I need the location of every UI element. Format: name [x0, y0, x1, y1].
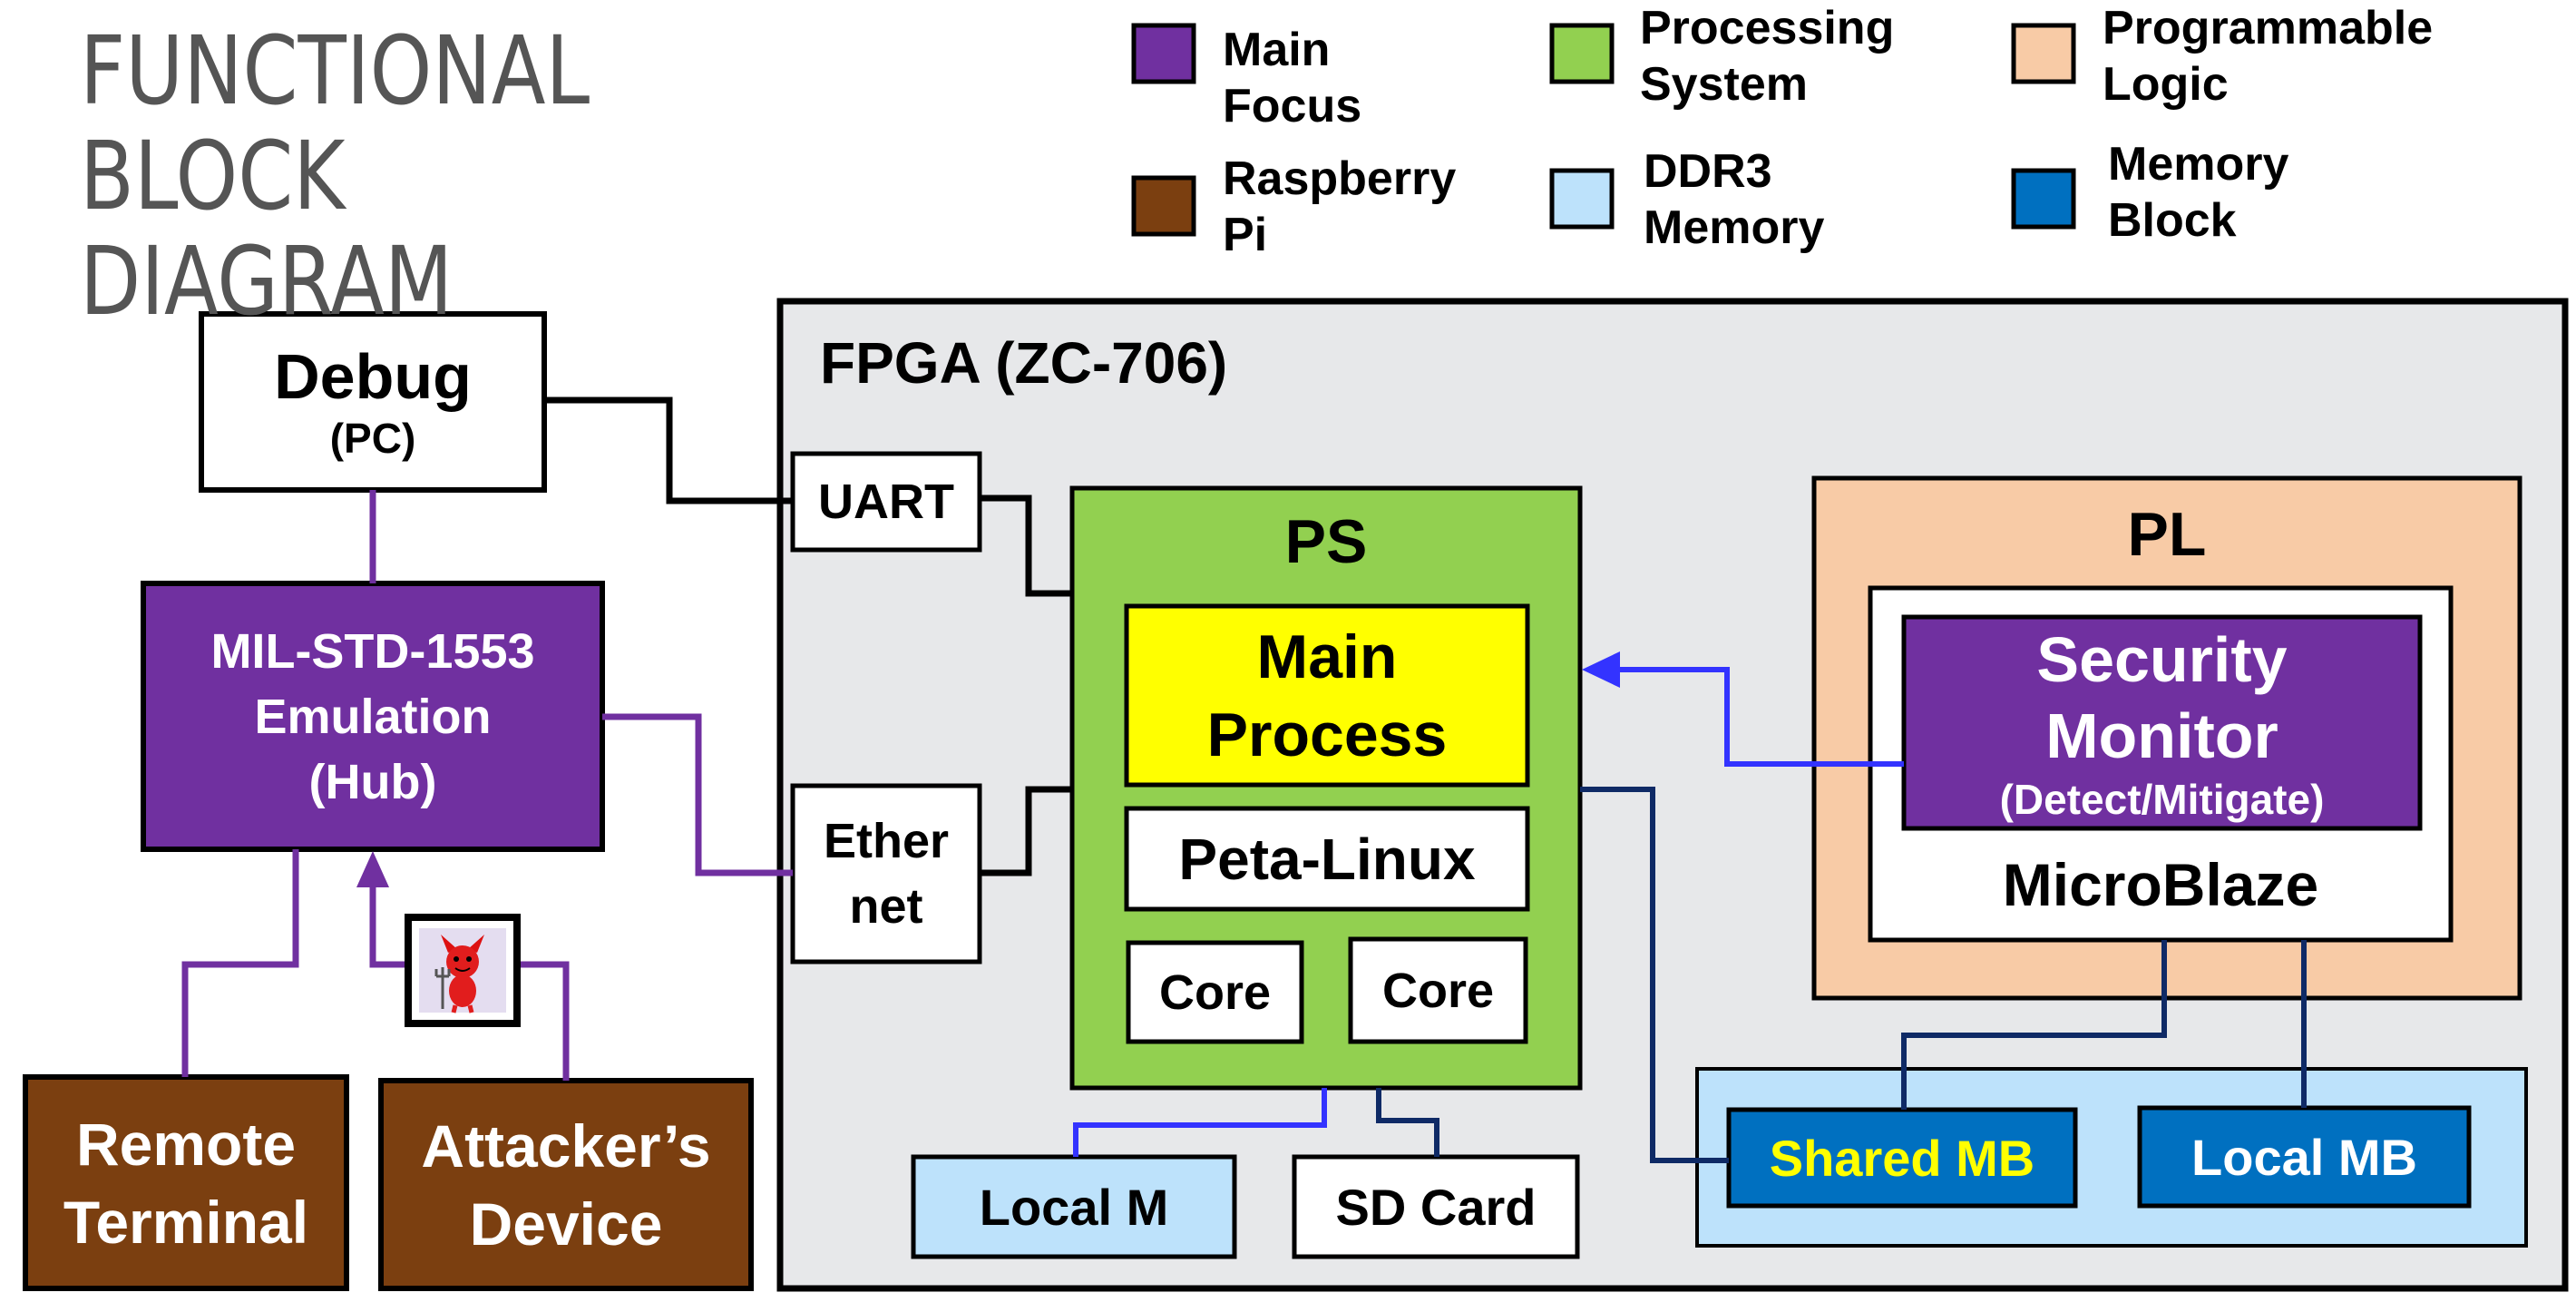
- uart-ps-link: [980, 494, 1072, 597]
- microblaze-shared-mb-link: [1901, 940, 2167, 1110]
- ps-label: PS: [1284, 507, 1368, 576]
- legend-raspberry-pi-line-1: Raspberry: [1223, 152, 1457, 205]
- legend-label-memory-block: Memory Block: [2108, 136, 2288, 249]
- legend-swatch-main-focus: [1131, 23, 1196, 84]
- legend-programmable-logic-line-2: Logic: [2103, 58, 2229, 111]
- hub-ethernet-link: [602, 713, 793, 876]
- ethernet-ps-link: [980, 786, 1072, 876]
- red-devil-icon: [405, 914, 521, 1027]
- uart-box: [790, 451, 982, 553]
- hub-remote-terminal-link: [181, 849, 299, 1077]
- main-process-line-2: Process: [1206, 700, 1448, 769]
- ethernet-box: [790, 783, 982, 964]
- core-box-1: [1126, 940, 1304, 1044]
- attackers-device-box: [378, 1078, 754, 1291]
- local-m-box: [911, 1154, 1237, 1259]
- fpga-label: FPGA (ZC-706): [820, 330, 1228, 396]
- core-label-2: Core: [1381, 963, 1495, 1018]
- shared-mb-box: [1726, 1107, 2078, 1209]
- microblaze-label: MicroBlaze: [2002, 851, 2319, 918]
- main-process-label: Main Process: [1127, 606, 1527, 785]
- legend-label-processing-system: Processing System: [1640, 0, 1894, 113]
- monitor-ps-link: [1615, 667, 1904, 767]
- main-process-box: [1124, 603, 1530, 788]
- legend-swatch-processing-system: [1549, 23, 1615, 84]
- legend-main-focus-line-2: Focus: [1223, 80, 1362, 132]
- page-title: FUNCTIONAL BLOCK DIAGRAM: [80, 18, 842, 334]
- legend-label-raspberry-pi: Raspberry Pi: [1223, 151, 1456, 263]
- hub-label-line-2: Emulation: [254, 689, 492, 744]
- security-monitor-line-1: Security: [2036, 623, 2288, 695]
- debug-label-line-1: Debug: [274, 341, 472, 412]
- attackers-device-line-2: Device: [469, 1190, 663, 1258]
- ethernet-label: Ether net: [793, 786, 980, 962]
- legend-ddr3-memory-line-1: DDR3: [1644, 145, 1772, 198]
- legend-label-programmable-logic: Programmable Logic: [2103, 0, 2433, 113]
- security-monitor-line-3: (Detect/Mitigate): [1999, 775, 2325, 823]
- hub-label-line-3: (Hub): [308, 754, 437, 809]
- hub-box: [141, 581, 605, 852]
- ps-shared-mb-link: [1580, 787, 1729, 1163]
- debug-box: [199, 311, 547, 493]
- peta-linux-label: Peta-Linux: [1178, 826, 1476, 892]
- page-title-line-1: FUNCTIONAL BLOCK: [80, 15, 590, 231]
- monitor-ps-arrowhead: [1582, 651, 1620, 688]
- peta-linux-box: [1124, 806, 1530, 912]
- local-mb-label: Local MB: [2191, 1128, 2417, 1186]
- local-m-label: Local M: [979, 1178, 1169, 1236]
- debug-uart-link: [544, 397, 793, 504]
- attackers-device-label: Attacker’s Device: [381, 1081, 751, 1288]
- debug-label-line-2: (PC): [329, 415, 416, 462]
- pl-label: PL: [2127, 500, 2207, 569]
- legend-programmable-logic-line-1: Programmable: [2103, 2, 2434, 54]
- legend-processing-system-line-2: System: [1640, 58, 1808, 111]
- legend-swatch-memory-block: [2011, 168, 2076, 230]
- core-box-2: [1348, 936, 1528, 1044]
- legend-raspberry-pi-line-2: Pi: [1223, 209, 1268, 261]
- legend-swatch-programmable-logic: [2011, 23, 2076, 84]
- legend-label-main-focus: Main Focus: [1223, 22, 1361, 134]
- ps-sd-card-link: [1376, 1088, 1439, 1157]
- security-monitor-box: [1901, 614, 2423, 831]
- sd-card-label: SD Card: [1335, 1178, 1537, 1236]
- legend-swatch-raspberry-pi: [1131, 175, 1196, 237]
- debug-label: Debug (PC): [201, 314, 544, 490]
- shared-mb-label: Shared MB: [1769, 1129, 2035, 1187]
- ethernet-label-line-1: Ether: [823, 814, 950, 868]
- uart-label: UART: [818, 475, 954, 529]
- local-mb-box: [2137, 1105, 2472, 1209]
- hub-label-line-1: MIL-STD-1553: [210, 623, 535, 679]
- core-label-1: Core: [1158, 964, 1272, 1020]
- remote-terminal-line-2: Terminal: [63, 1188, 309, 1256]
- remote-terminal-box: [23, 1074, 349, 1291]
- main-process-line-1: Main: [1256, 622, 1398, 691]
- page-title-line-2: DIAGRAM: [80, 226, 454, 337]
- attackers-device-line-1: Attacker’s: [421, 1111, 711, 1180]
- security-monitor-label: Security Monitor (Detect/Mitigate): [1904, 617, 2420, 828]
- legend-memory-block-line-2: Block: [2108, 194, 2237, 247]
- hub-label: MIL-STD-1553 Emulation (Hub): [143, 583, 602, 849]
- ethernet-label-line-2: net: [849, 879, 923, 934]
- legend-ddr3-memory-line-2: Memory: [1644, 201, 1825, 254]
- legend-memory-block-line-1: Memory: [2108, 138, 2289, 191]
- remote-terminal-label: Remote Terminal: [25, 1077, 346, 1288]
- legend-label-ddr3-memory: DDR3 Memory: [1644, 143, 1824, 256]
- legend-swatch-ddr3-memory: [1549, 168, 1615, 230]
- security-monitor-line-2: Monitor: [2045, 700, 2278, 771]
- remote-terminal-line-1: Remote: [75, 1110, 297, 1178]
- legend-processing-system-line-1: Processing: [1640, 2, 1895, 54]
- attacker-hub-arrowhead: [356, 851, 389, 887]
- ps-local-m-link: [1073, 1088, 1327, 1157]
- legend-main-focus-line-1: Main: [1223, 24, 1331, 76]
